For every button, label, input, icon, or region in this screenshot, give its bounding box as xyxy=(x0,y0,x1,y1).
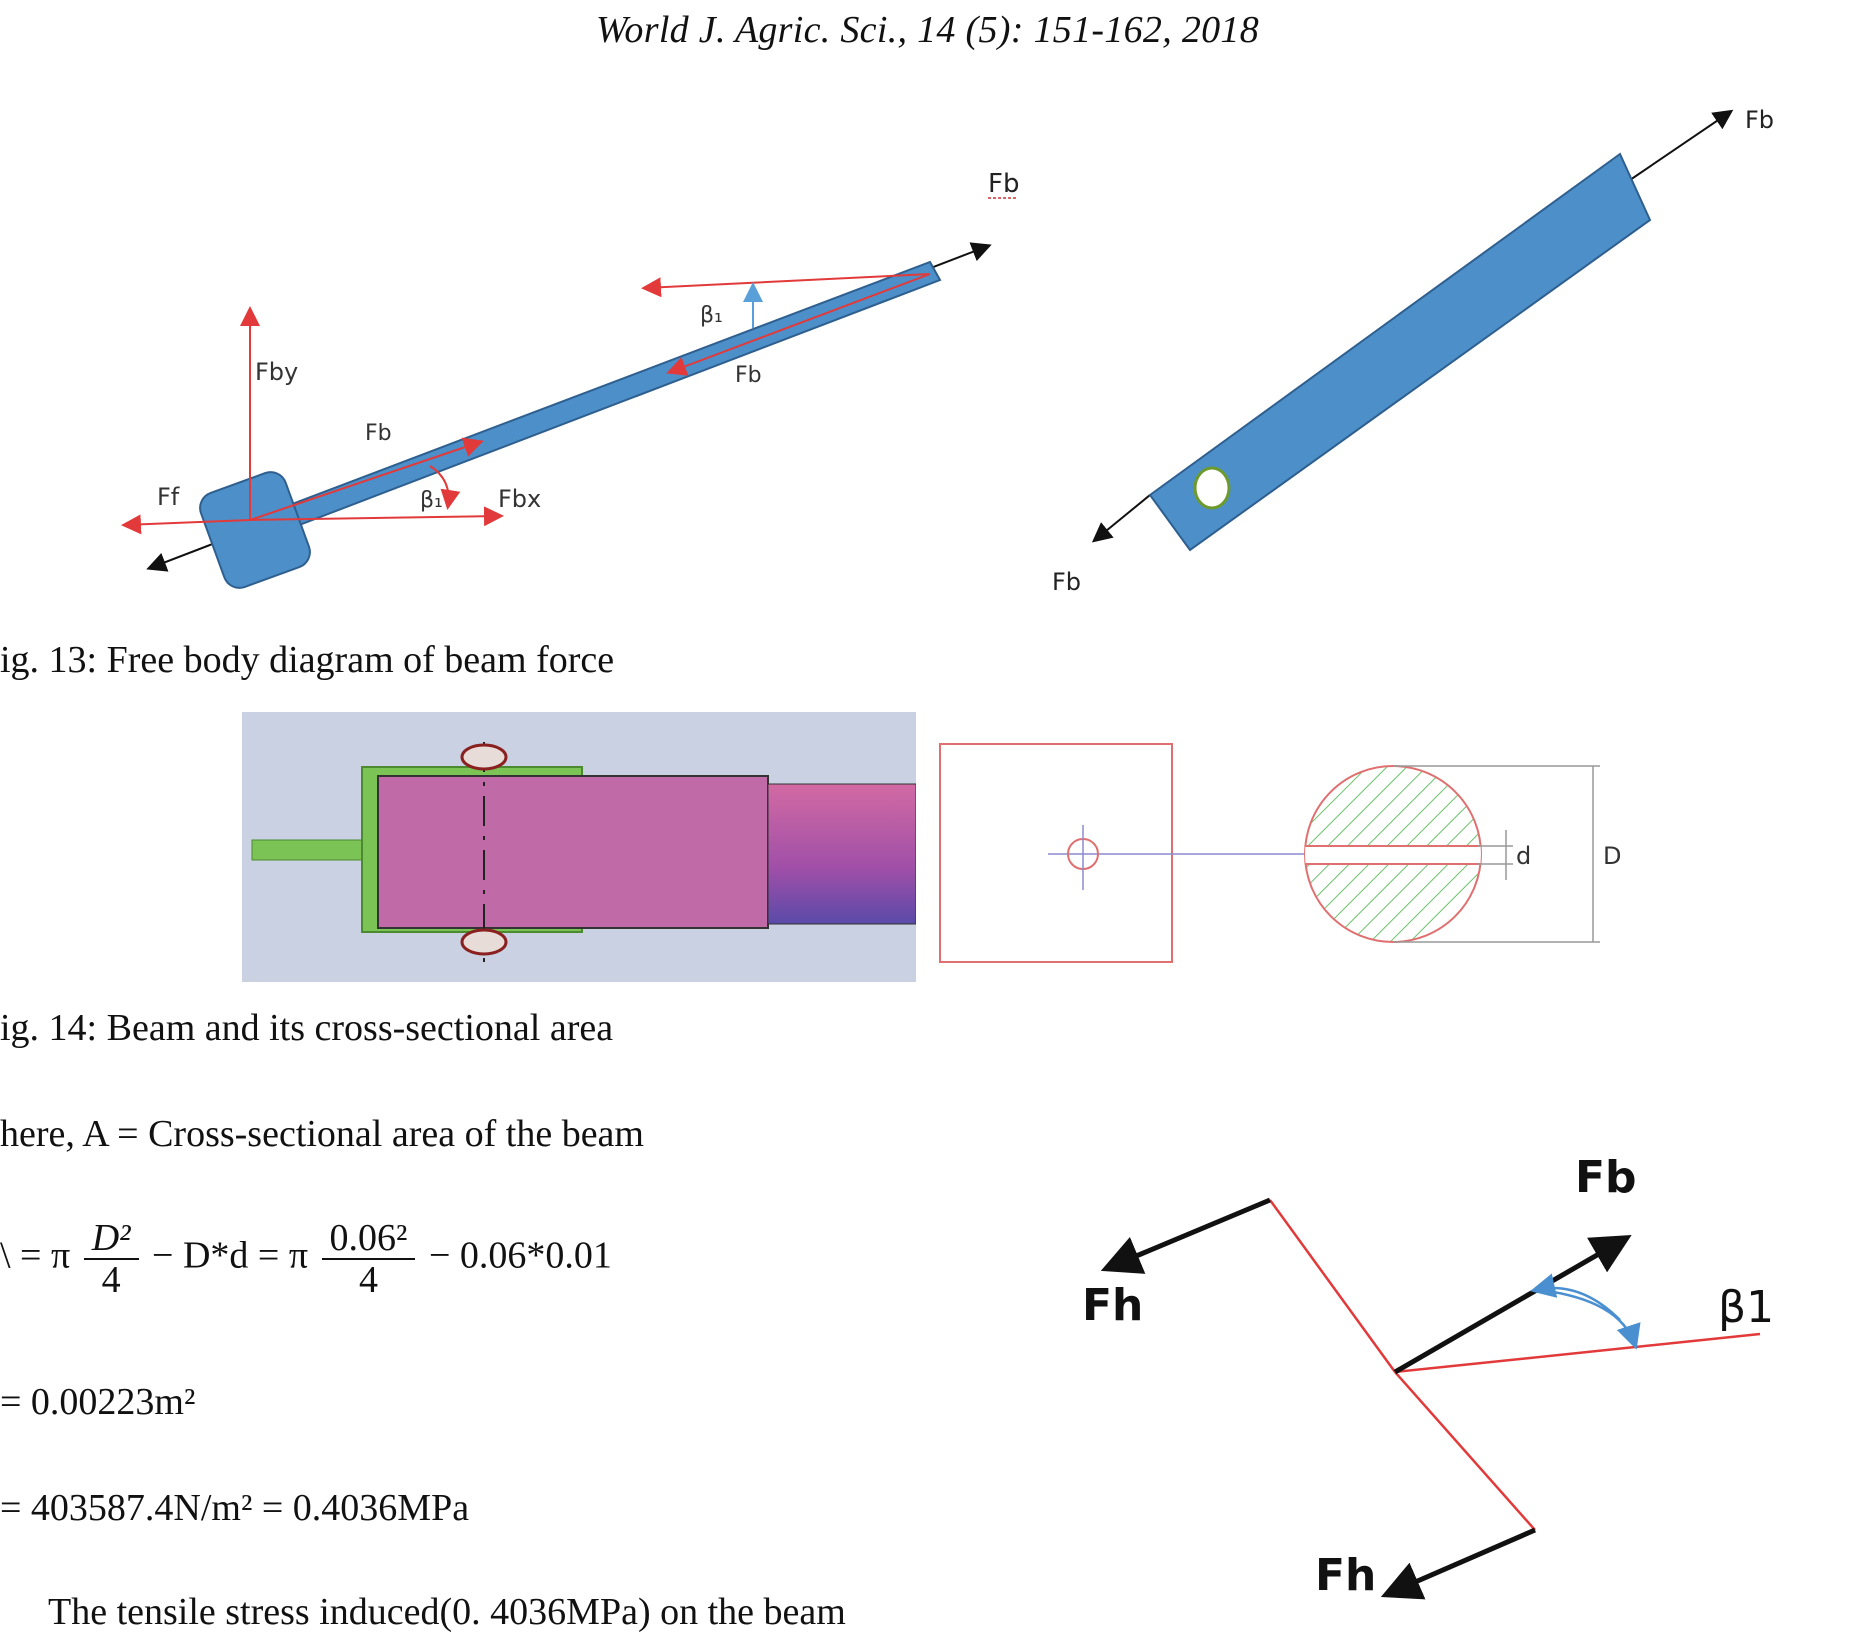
beta-low-arc xyxy=(429,465,461,510)
label-fb-top: Fb xyxy=(988,169,1019,199)
link-beam xyxy=(1148,152,1652,552)
area-equation: \ = π D² 4 − D*d = π 0.06² 4 − 0.06*0.01 xyxy=(0,1218,612,1300)
eq1-frac1: D² 4 xyxy=(83,1218,139,1301)
pin-hole xyxy=(1193,466,1231,510)
conclusion-sentence: The tensile stress induced(0. 4036MPa) o… xyxy=(48,1591,846,1633)
eq1-lhs: \ = π xyxy=(0,1234,71,1277)
fb-lower-arrow xyxy=(249,437,484,521)
label-fby: Fby xyxy=(255,358,298,386)
red-line-horizontal xyxy=(1394,1332,1761,1374)
beam-body xyxy=(377,775,769,929)
beam-tube xyxy=(767,783,916,925)
beam-bar xyxy=(248,260,942,542)
label-fb-bottom-right: Fb xyxy=(1052,568,1081,596)
area-result: = 0.00223m² xyxy=(0,1380,195,1424)
fbx-arrow xyxy=(249,506,504,527)
label-fbx: Fbx xyxy=(498,485,541,513)
label-fb-mid: Fb xyxy=(735,363,762,388)
fig13-left-diagram: Fb β₁ Fb Fby Fb Ff β₁ Fbx xyxy=(121,169,1019,589)
red-line-lower xyxy=(1394,1371,1536,1531)
horizontal-upper-arrow xyxy=(641,273,931,298)
pivot-block xyxy=(199,471,311,589)
eq3-text: = 403587.4N/m² = 0.4036MPa xyxy=(0,1487,470,1529)
label-beta-low: β₁ xyxy=(420,488,443,513)
where-line: here, A = Cross-sectional area of the be… xyxy=(0,1113,644,1155)
fig14-cross-section: d D xyxy=(939,743,1621,963)
eq2-text: = 0.00223m² xyxy=(0,1381,196,1423)
beta-arc xyxy=(1539,1288,1641,1350)
fig13-right-diagram: Fb Fb xyxy=(1052,106,1774,596)
label-fh-bottom: Fh xyxy=(1315,1550,1376,1601)
side-view-outline xyxy=(939,743,1173,963)
fh-bottom-arrow xyxy=(1380,1527,1536,1600)
fh-left-arrow xyxy=(1100,1197,1271,1274)
fb-upper-arrow xyxy=(666,273,931,376)
label-ff: Ff xyxy=(157,483,180,511)
eq1-frac2: 0.06² 4 xyxy=(321,1218,416,1301)
label-big-D: D xyxy=(1603,842,1621,870)
label-beta-top: β₁ xyxy=(700,303,723,328)
fig14-beam-render xyxy=(242,712,916,982)
eq1-den1: 4 xyxy=(101,1259,121,1301)
fb-bottom-arrow xyxy=(1091,494,1151,543)
ff-arrow xyxy=(121,514,251,535)
fb-top-arrow xyxy=(1629,109,1734,181)
label-fb-low: Fb xyxy=(365,421,392,446)
eq1-num1: D² xyxy=(83,1218,139,1260)
pin-bottom xyxy=(460,928,508,956)
label-fb: Fb xyxy=(1575,1152,1637,1203)
eq1-tail: − 0.06*0.01 xyxy=(428,1234,612,1277)
fb-arrow xyxy=(1393,1234,1632,1375)
label-fh-left: Fh xyxy=(1082,1280,1143,1331)
pin-top xyxy=(460,743,508,771)
red-line-upper xyxy=(1268,1199,1397,1373)
fig13-caption: ig. 13: Free body diagram of beam force xyxy=(0,639,615,681)
label-small-d: d xyxy=(1516,842,1531,870)
eq1-num2: 0.06² xyxy=(321,1218,416,1260)
fig14-caption: ig. 14: Beam and its cross-sectional are… xyxy=(0,1007,614,1049)
stress-result: = 403587.4N/m² = 0.4036MPa xyxy=(0,1486,469,1530)
label-beta1: β1 xyxy=(1718,1282,1774,1333)
eq1-den2: 4 xyxy=(358,1259,378,1301)
label-fb-top-right: Fb xyxy=(1745,106,1774,134)
force-triangle-diagram: Fb Fh Fh β1 xyxy=(1082,1152,1774,1601)
running-header: World J. Agric. Sci., 14 (5): 151-162, 2… xyxy=(595,9,1260,51)
eq1-mid: − D*d = π xyxy=(152,1234,309,1277)
